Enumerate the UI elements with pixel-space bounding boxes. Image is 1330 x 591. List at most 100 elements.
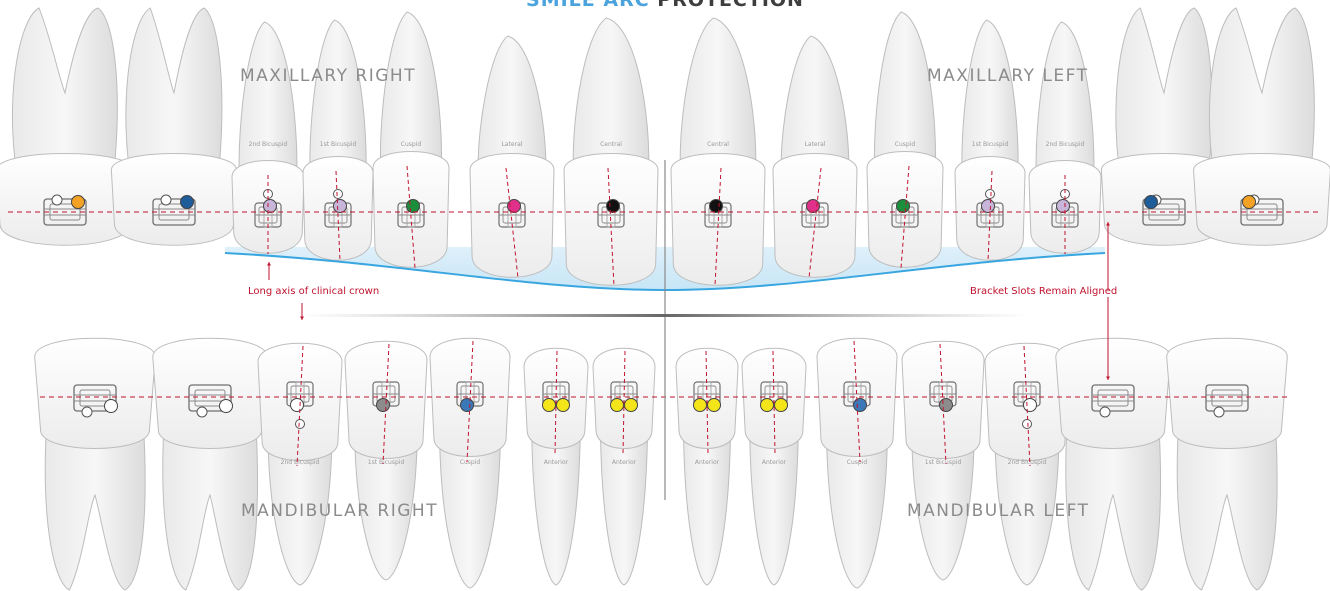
long-axis-line (808, 167, 822, 279)
long-axis-line (382, 343, 390, 465)
tooth-label: Anterior (612, 459, 637, 466)
tooth-root (354, 439, 418, 581)
hook-dot (985, 189, 995, 199)
color-dot (542, 398, 556, 412)
tooth-root (749, 429, 799, 586)
tooth-label: 2nd Bicuspid (1008, 459, 1047, 466)
color-dot (507, 199, 521, 213)
tooth-label: 1st Bicuspid (368, 459, 405, 466)
tooth-crown (34, 337, 156, 449)
tooth-root (599, 429, 649, 586)
long-axis-arrow-down (300, 303, 304, 320)
hook-dot (1022, 419, 1032, 429)
tooth-label: 2nd Bicuspid (249, 141, 288, 148)
tooth-root (44, 429, 146, 591)
long-axis-line (987, 170, 993, 262)
tooth-root (679, 17, 757, 171)
color-dot (693, 398, 707, 412)
color-dot (460, 398, 474, 412)
tooth-root (379, 11, 443, 169)
long-axis-line (505, 167, 519, 279)
color-dot (1144, 195, 1158, 209)
title-part1: SMILE ARC (526, 0, 650, 11)
color-dot (219, 399, 233, 413)
color-dot (333, 199, 347, 213)
hook-dot (51, 194, 63, 206)
tooth-label: 1st Bicuspid (925, 459, 962, 466)
long-axis-line (705, 350, 709, 455)
tooth-root (309, 19, 367, 174)
hook-dot (295, 419, 305, 429)
color-dot (806, 199, 820, 213)
tooth-root (125, 7, 223, 166)
tooth-label: Central (600, 141, 622, 148)
color-dot (406, 199, 420, 213)
color-dot (263, 199, 277, 213)
long-axis-line (466, 340, 474, 463)
tooth-label: 1st Bicuspid (972, 141, 1009, 148)
color-dot (1056, 199, 1070, 213)
slots-aligned-arrow-up (1106, 222, 1110, 290)
long-axis-line (714, 167, 722, 287)
tooth-crown (1166, 337, 1288, 449)
tooth-label: Cuspid (460, 459, 481, 466)
quadrant-mandibular-left: MANDIBULAR LEFT (907, 501, 1090, 521)
color-dot (290, 398, 304, 412)
tooth-label: Cuspid (401, 141, 422, 148)
tooth-label: Central (707, 141, 729, 148)
tooth-root (11, 7, 118, 166)
long-axis-line (335, 170, 341, 262)
hook-dot (196, 406, 208, 418)
hook-dot (81, 406, 93, 418)
annotation-long-axis: Long axis of clinical crown (248, 286, 380, 297)
color-dot (71, 195, 85, 209)
tooth-root (780, 35, 850, 171)
molar-tube (1091, 384, 1135, 412)
color-dot (1023, 398, 1037, 412)
tooth-label: Lateral (805, 141, 826, 148)
tooth-root (267, 441, 333, 586)
tooth-root (1115, 7, 1213, 166)
molar-tube (152, 198, 196, 226)
long-axis-arrow-up (267, 262, 271, 280)
tooth-label: 2nd Bicuspid (281, 459, 320, 466)
tooth-root (961, 19, 1019, 174)
hook-dot (1213, 406, 1225, 418)
molar-tube (73, 384, 117, 412)
tooth-root (826, 437, 888, 589)
color-dot (981, 199, 995, 213)
color-dot (774, 398, 788, 412)
diagram-title: SMILE ARC PROTECTION (0, 0, 1330, 11)
tooth-label: 1st Bicuspid (320, 141, 357, 148)
color-dot (896, 199, 910, 213)
quadrant-mandibular-right: MANDIBULAR RIGHT (241, 501, 439, 521)
tooth-root (911, 439, 975, 581)
tooth-crown (675, 347, 739, 449)
tooth-root (531, 429, 581, 586)
tooth-crown (1055, 337, 1171, 449)
tooth-root (1176, 429, 1278, 591)
molar-tube (1205, 384, 1249, 412)
long-axis-line (1023, 345, 1031, 467)
tooth-root (682, 429, 732, 586)
color-dot (376, 398, 390, 412)
long-axis-line (607, 167, 615, 287)
quadrant-maxillary-left: MAXILLARY LEFT (927, 66, 1089, 86)
long-axis-line (853, 340, 861, 463)
long-axis-line (939, 343, 947, 465)
color-dot (707, 398, 721, 412)
tooth-root (477, 35, 547, 171)
bracket (286, 381, 314, 407)
title-part2: PROTECTION (657, 0, 804, 11)
tooth-label: Anterior (544, 459, 569, 466)
long-axis-line (406, 165, 416, 269)
color-dot (624, 398, 638, 412)
tooth-label: Cuspid (847, 459, 868, 466)
tooth-crown (152, 337, 268, 449)
hook-dot (333, 189, 343, 199)
molar-tube (1240, 198, 1284, 226)
tooth-crown (741, 347, 807, 449)
tooth-crown (592, 347, 656, 449)
tooth-root (1065, 429, 1162, 591)
